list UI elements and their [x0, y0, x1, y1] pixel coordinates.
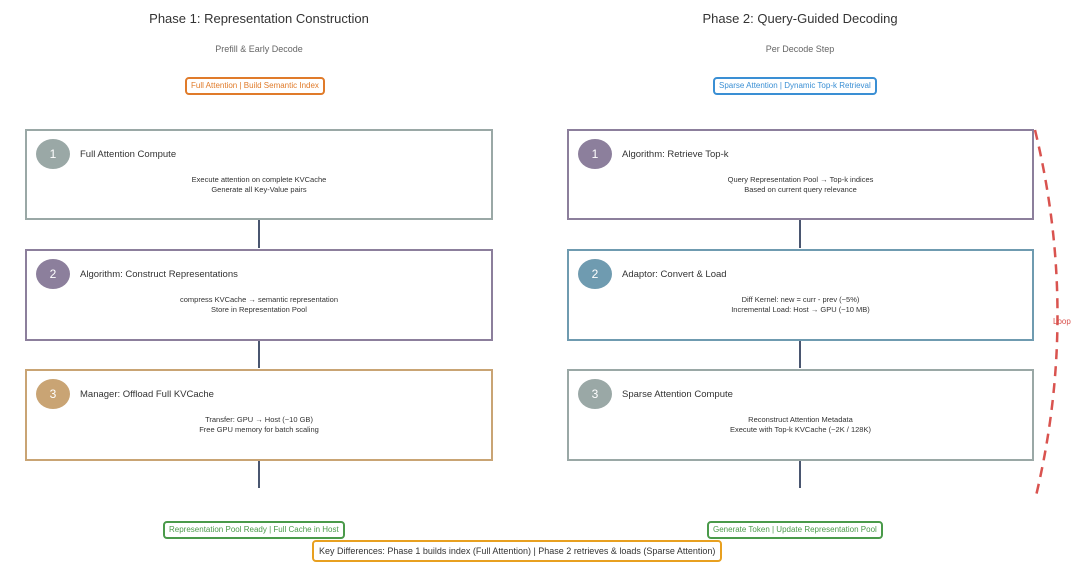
step-title: Manager: Offload Full KVCache [80, 389, 214, 400]
step-title: Algorithm: Retrieve Top-k [622, 149, 729, 160]
step-desc-line: Reconstruct Attention Metadata [748, 415, 853, 424]
phase1-result-tag: Representation Pool Ready | Full Cache i… [163, 521, 345, 539]
step-desc-line: Free GPU memory for batch scaling [199, 425, 319, 434]
connector-line [258, 341, 260, 368]
step-number-badge: 2 [578, 259, 612, 289]
connector-line [799, 220, 801, 248]
step-desc-line: Incremental Load: Host → GPU (~10 MB) [731, 305, 870, 314]
step-description: Transfer: GPU → Host (~10 GB) Free GPU m… [27, 415, 491, 435]
phase2-result-tag: Generate Token | Update Representation P… [707, 521, 883, 539]
step-desc-line: Execute attention on complete KVCache [191, 175, 327, 184]
step-desc-line: Transfer: GPU → Host (~10 GB) [205, 415, 313, 424]
phase1-subtitle: Prefill & Early Decode [215, 44, 303, 54]
step-title: Sparse Attention Compute [622, 389, 733, 400]
step-title: Adaptor: Convert & Load [622, 269, 727, 280]
step-desc-line: compress KVCache → semantic representati… [180, 295, 338, 304]
connector-line [258, 461, 260, 488]
step-desc-line: Diff Kernel: new = curr - prev (~5%) [741, 295, 860, 304]
step-description: Query Representation Pool → Top-k indice… [569, 175, 1032, 195]
step-desc-line: Query Representation Pool → Top-k indice… [727, 175, 874, 184]
phase1-step1-box: 1 Full Attention Compute Execute attenti… [25, 129, 493, 220]
step-title: Algorithm: Construct Representations [80, 269, 238, 280]
step-desc-line: Store in Representation Pool [211, 305, 307, 314]
phase2-step2-box: 2 Adaptor: Convert & Load Diff Kernel: n… [567, 249, 1034, 341]
step-description: Execute attention on complete KVCache Ge… [27, 175, 491, 195]
step-number-badge: 1 [36, 139, 70, 169]
step-number-badge: 1 [578, 139, 612, 169]
step-number-badge: 3 [36, 379, 70, 409]
step-number-badge: 2 [36, 259, 70, 289]
phase2-step1-box: 1 Algorithm: Retrieve Top-k Query Repres… [567, 129, 1034, 220]
connector-line [799, 461, 801, 488]
phase1-step3-box: 3 Manager: Offload Full KVCache Transfer… [25, 369, 493, 461]
key-differences-note: Key Differences: Phase 1 builds index (F… [312, 540, 723, 562]
phase2-title: Phase 2: Query-Guided Decoding [702, 11, 898, 26]
loop-label: Loop [1053, 317, 1071, 326]
connector-line [799, 341, 801, 368]
step-description: Reconstruct Attention Metadata Execute w… [569, 415, 1032, 435]
phase2-tag: Sparse Attention | Dynamic Top-k Retriev… [713, 77, 877, 95]
step-description: Diff Kernel: new = curr - prev (~5%) Inc… [569, 295, 1032, 315]
step-description: compress KVCache → semantic representati… [27, 295, 491, 315]
step-title: Full Attention Compute [80, 149, 177, 160]
phase1-title: Phase 1: Representation Construction [149, 11, 369, 26]
step-number-badge: 3 [578, 379, 612, 409]
phase2-step3-box: 3 Sparse Attention Compute Reconstruct A… [567, 369, 1034, 461]
step-desc-line: Generate all Key-Value pairs [211, 185, 307, 194]
step-desc-line: Execute with Top-k KVCache (~2K / 128K) [730, 425, 871, 434]
loop-arrow-arc [1033, 129, 1059, 501]
phase2-subtitle: Per Decode Step [765, 44, 835, 54]
phase1-step2-box: 2 Algorithm: Construct Representations c… [25, 249, 493, 341]
step-desc-line: Based on current query relevance [744, 185, 857, 194]
phase1-tag: Full Attention | Build Semantic Index [185, 77, 325, 95]
connector-line [258, 220, 260, 248]
